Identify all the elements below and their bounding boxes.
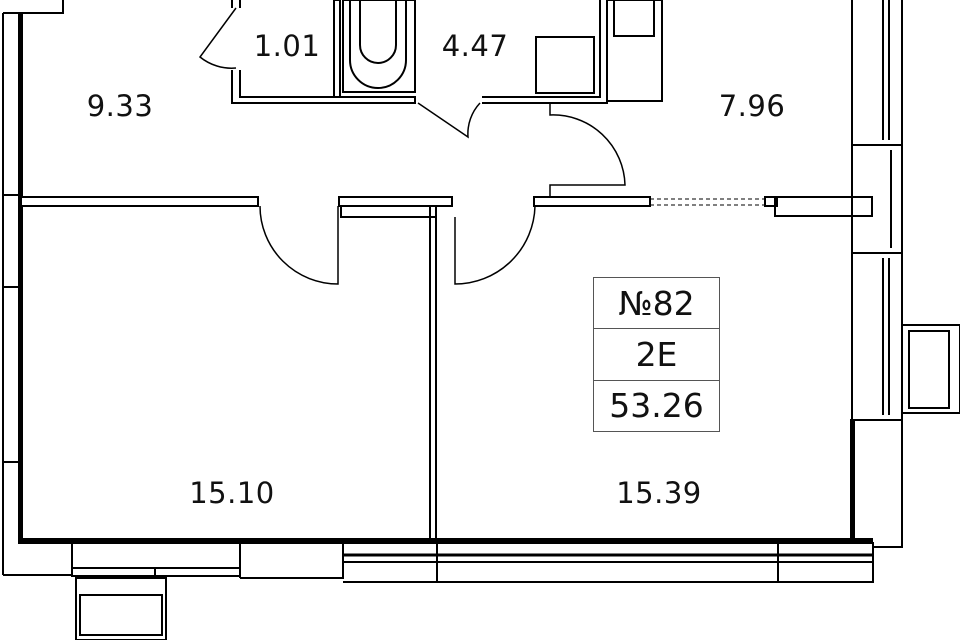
room-area-bathroom: 4.47 bbox=[441, 29, 509, 63]
apartment-info-box: №82 2E 53.26 bbox=[593, 277, 720, 432]
apartment-number: №82 bbox=[594, 278, 719, 330]
doors bbox=[198, 7, 626, 285]
room-area-hallway: 9.33 bbox=[86, 89, 154, 123]
interior-walls bbox=[20, 0, 873, 541]
apartment-type: 2E bbox=[594, 329, 719, 381]
room-area-living-room: 15.39 bbox=[616, 476, 702, 510]
room-area-toilet: 1.01 bbox=[253, 29, 321, 63]
room-area-kitchen: 7.96 bbox=[718, 89, 786, 123]
apartment-total-area: 53.26 bbox=[609, 386, 704, 426]
room-area-bedroom: 15.10 bbox=[189, 476, 275, 510]
